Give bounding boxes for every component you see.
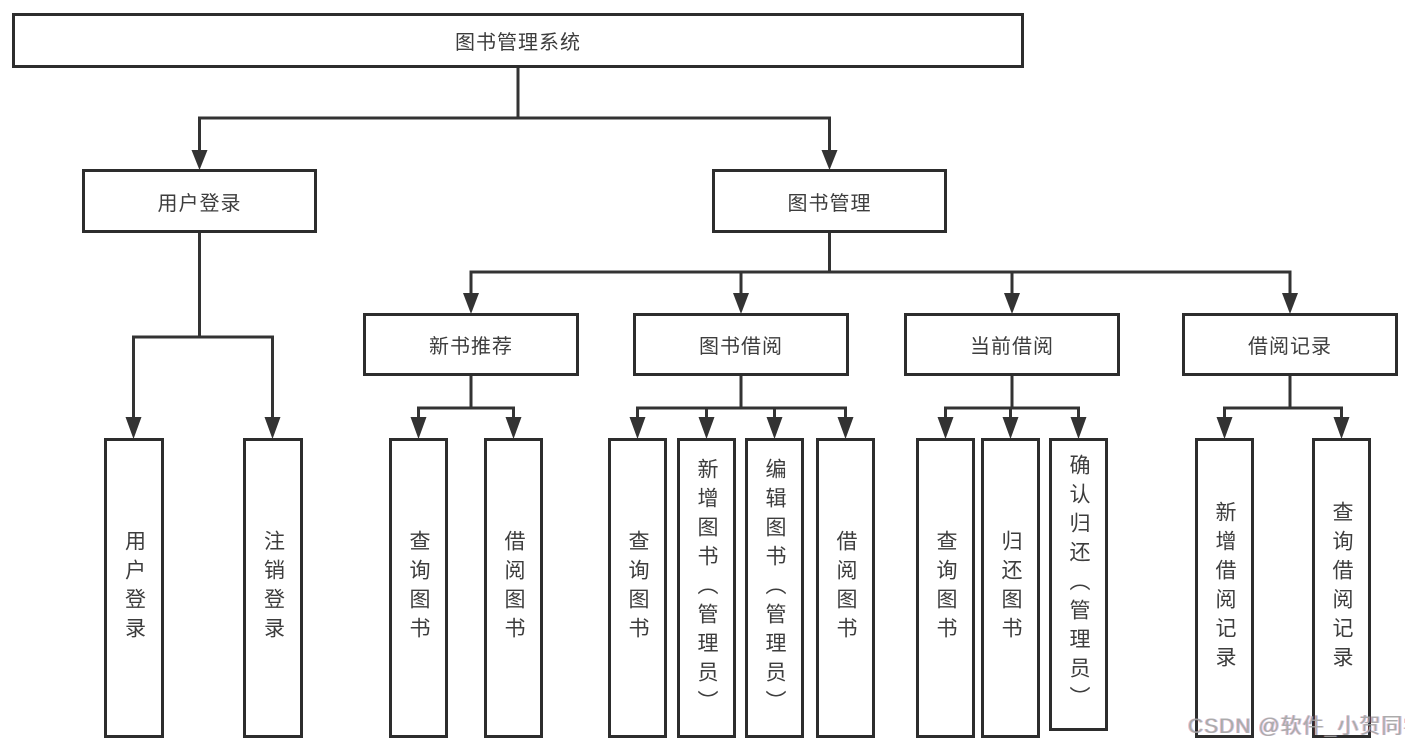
node-new-book-recommend-label: 新书推荐 <box>429 336 513 358</box>
node-user-login: 用户登录 <box>82 169 317 233</box>
node-new-book-recommend: 新书推荐 <box>363 313 579 376</box>
leaf-confirm-return-admin-label: 确认归还（管理员） <box>1067 454 1090 715</box>
leaf-user-login-label: 用户登录 <box>122 530 146 646</box>
node-user-login-label: 用户登录 <box>157 192 242 215</box>
leaf-query-borrow-record-label: 查询借阅记录 <box>1330 501 1353 675</box>
leaf-add-borrow-record: 新增借阅记录 <box>1195 438 1254 738</box>
leaf-add-borrow-record-label: 新增借阅记录 <box>1213 501 1236 675</box>
leaf-return-book: 归还图书 <box>981 438 1040 738</box>
leaf-borrow-books: 借阅图书 <box>816 438 875 738</box>
leaf-add-book-admin-label: 新增图书（管理员） <box>695 457 718 719</box>
leaf-query-books-recommend: 查询图书 <box>389 438 448 738</box>
node-borrowing-records-label: 借阅记录 <box>1248 336 1332 358</box>
leaf-edit-book-admin: 编辑图书（管理员） <box>745 438 804 738</box>
node-book-management-label: 图书管理 <box>787 192 872 215</box>
leaf-query-books-current-label: 查询图书 <box>934 530 957 646</box>
arrowheads <box>125 150 1350 439</box>
leaf-edit-book-admin-label: 编辑图书（管理员） <box>763 457 786 719</box>
node-book-borrowing: 图书借阅 <box>633 313 849 376</box>
leaf-borrow-books-recommend-label: 借阅图书 <box>502 530 525 646</box>
leaf-confirm-return-admin: 确认归还（管理员） <box>1049 438 1108 731</box>
leaf-query-books-current: 查询图书 <box>916 438 975 738</box>
node-root: 图书管理系统 <box>12 13 1024 68</box>
leaf-logout-login: 注销登录 <box>243 438 303 738</box>
leaf-query-books-borrow: 查询图书 <box>608 438 667 738</box>
node-root-label: 图书管理系统 <box>455 32 581 54</box>
node-book-management: 图书管理 <box>712 169 947 233</box>
leaf-borrow-books-recommend: 借阅图书 <box>484 438 543 738</box>
leaf-logout-login-label: 注销登录 <box>261 530 285 646</box>
node-borrowing-records: 借阅记录 <box>1182 313 1398 376</box>
leaf-return-book-label: 归还图书 <box>999 530 1022 646</box>
leaf-query-books-borrow-label: 查询图书 <box>626 530 649 646</box>
node-current-borrowing: 当前借阅 <box>904 313 1120 376</box>
leaf-borrow-books-label: 借阅图书 <box>834 530 857 646</box>
leaf-add-book-admin: 新增图书（管理员） <box>677 438 736 738</box>
leaf-user-login: 用户登录 <box>104 438 164 738</box>
leaf-query-borrow-record: 查询借阅记录 <box>1312 438 1371 738</box>
node-current-borrowing-label: 当前借阅 <box>970 336 1054 358</box>
leaf-query-books-recommend-label: 查询图书 <box>407 530 430 646</box>
csdn-watermark: CSDN @软件_小贺同学 <box>1188 715 1405 738</box>
node-book-borrowing-label: 图书借阅 <box>699 336 783 358</box>
